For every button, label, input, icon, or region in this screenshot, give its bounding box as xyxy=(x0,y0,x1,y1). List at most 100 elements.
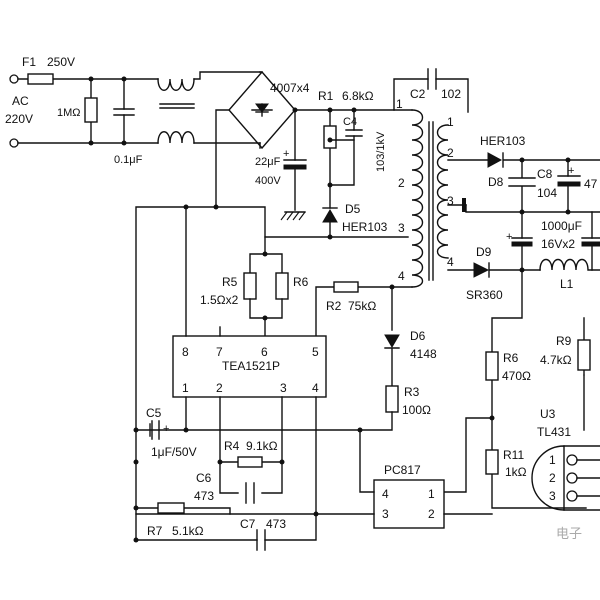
tx-secondary-pin-1: 1 xyxy=(447,115,454,129)
watermark: 电子 xyxy=(556,526,582,541)
svg-text:+: + xyxy=(506,231,512,243)
c2-value: 102 xyxy=(441,87,461,101)
d9-value: SR360 xyxy=(466,288,503,302)
r11-ref: R11 xyxy=(503,448,524,462)
pc817-pin-4: 4 xyxy=(382,487,389,501)
r5-ref: R5 xyxy=(222,275,238,289)
c-0-1uf-value: 0.1μF xyxy=(114,154,143,166)
f1-ref: F1 xyxy=(22,55,36,69)
ic-pin-3: 3 xyxy=(280,381,287,395)
ic-tea1521p xyxy=(172,335,327,398)
tx-secondary-pin-4: 4 xyxy=(447,255,454,269)
resistor-r9 xyxy=(577,339,591,371)
r6-sec-ref: R6 xyxy=(503,351,519,365)
tx-secondary-pin-2: 2 xyxy=(447,146,454,160)
u3-pin-1: 1 xyxy=(549,453,556,467)
ac-input: AC 220V xyxy=(5,74,33,148)
tx-primary-pin-3: 3 xyxy=(398,221,405,235)
c-out-value-top: 1000μF xyxy=(541,219,582,233)
r9-ref: R9 xyxy=(556,334,572,348)
ic-pin-7: 7 xyxy=(216,345,223,359)
c5-value: 1μF/50V xyxy=(151,445,197,459)
c6-value: 473 xyxy=(194,489,214,503)
r3-value: 100Ω xyxy=(402,403,431,417)
svg-text:+: + xyxy=(283,148,289,160)
c8-value: 104 xyxy=(537,186,557,200)
ac-voltage-label: 220V xyxy=(5,112,33,126)
f1-value: 250V xyxy=(47,55,75,69)
r6-top-ref: R6 xyxy=(293,275,309,289)
c-bulk-value-bottom: 400V xyxy=(255,175,281,187)
svg-text:+: + xyxy=(568,165,574,177)
ground-symbol xyxy=(280,211,306,221)
resistor-r6-primary xyxy=(275,272,289,300)
r9-value: 4.7kΩ xyxy=(540,353,572,367)
pc817-pin-3: 3 xyxy=(382,507,389,521)
u3-pin-2: 2 xyxy=(549,471,556,485)
capacitor-c6 xyxy=(245,482,255,504)
c4-value: 103/1kV xyxy=(375,131,387,172)
ic-pin-2: 2 xyxy=(216,381,223,395)
resistor-r5 xyxy=(243,272,257,300)
r4-ref: R4 xyxy=(224,439,240,453)
ac-terminal-top xyxy=(9,74,19,84)
u3-pin-3: 3 xyxy=(549,489,556,503)
ac-label: AC xyxy=(12,94,29,108)
capacitor-c5 xyxy=(151,420,160,440)
c2-ref: C2 xyxy=(410,87,426,101)
tx-primary-pin-1: 1 xyxy=(396,97,403,111)
bridge-value: 4007x4 xyxy=(270,81,310,95)
c4-ref: C4 xyxy=(343,116,357,128)
svg-text:+: + xyxy=(163,423,169,435)
inductor-l1 xyxy=(539,258,600,271)
d6-ref: D6 xyxy=(410,329,426,343)
d8-value: HER103 xyxy=(480,134,526,148)
d8-ref: D8 xyxy=(488,175,504,189)
r4-value: 9.1kΩ xyxy=(246,439,278,453)
ic-pin-1: 1 xyxy=(182,381,189,395)
ic-pin-8: 8 xyxy=(182,345,189,359)
common-mode-choke xyxy=(157,71,261,144)
optocoupler-pc817 xyxy=(373,479,445,529)
d5-value: HER103 xyxy=(342,220,388,234)
c5-ref: C5 xyxy=(146,406,162,420)
capacitor-c2 xyxy=(427,68,437,90)
pc817-pin-1: 1 xyxy=(428,487,435,501)
d6-value: 4148 xyxy=(410,347,437,361)
diode-d9 xyxy=(473,262,490,278)
resistor-1m xyxy=(84,97,98,123)
u3-name: TL431 xyxy=(537,425,571,439)
r1-ref: R1 xyxy=(318,89,334,103)
c6-ref: C6 xyxy=(196,471,212,485)
resistor-r7 xyxy=(157,502,185,514)
pc817-name: PC817 xyxy=(384,463,421,477)
r-1m-value: 1MΩ xyxy=(57,107,81,119)
ic-pin-6: 6 xyxy=(261,345,268,359)
r3-ref: R3 xyxy=(404,385,420,399)
capacitor-0-1uf xyxy=(113,108,135,116)
transformer xyxy=(411,109,449,288)
c8-ref: C8 xyxy=(537,167,553,181)
r11-value: 1kΩ xyxy=(505,465,527,479)
bridge-rectifier xyxy=(228,70,296,150)
resistor-r1 xyxy=(323,125,337,149)
l1-ref: L1 xyxy=(560,277,574,291)
r2-ref: R2 xyxy=(326,299,342,313)
d5-ref: D5 xyxy=(345,202,361,216)
r7-ref: R7 xyxy=(147,524,163,538)
c7-ref: C7 xyxy=(240,517,256,531)
fuse-f1 xyxy=(27,73,54,85)
tx-primary-pin-2: 2 xyxy=(398,176,405,190)
diode-d8 xyxy=(487,152,503,168)
resistor-r2 xyxy=(333,281,359,293)
c7-value: 473 xyxy=(266,517,286,531)
u3-ref: U3 xyxy=(540,407,556,421)
diode-d6 xyxy=(384,334,400,348)
ac-terminal-bottom xyxy=(9,138,19,148)
r2-value: 75kΩ xyxy=(348,299,376,313)
ic-pin-5: 5 xyxy=(312,345,319,359)
ic-name: TEA1521P xyxy=(222,359,280,373)
c-out-value-bottom: 16Vx2 xyxy=(541,237,575,251)
